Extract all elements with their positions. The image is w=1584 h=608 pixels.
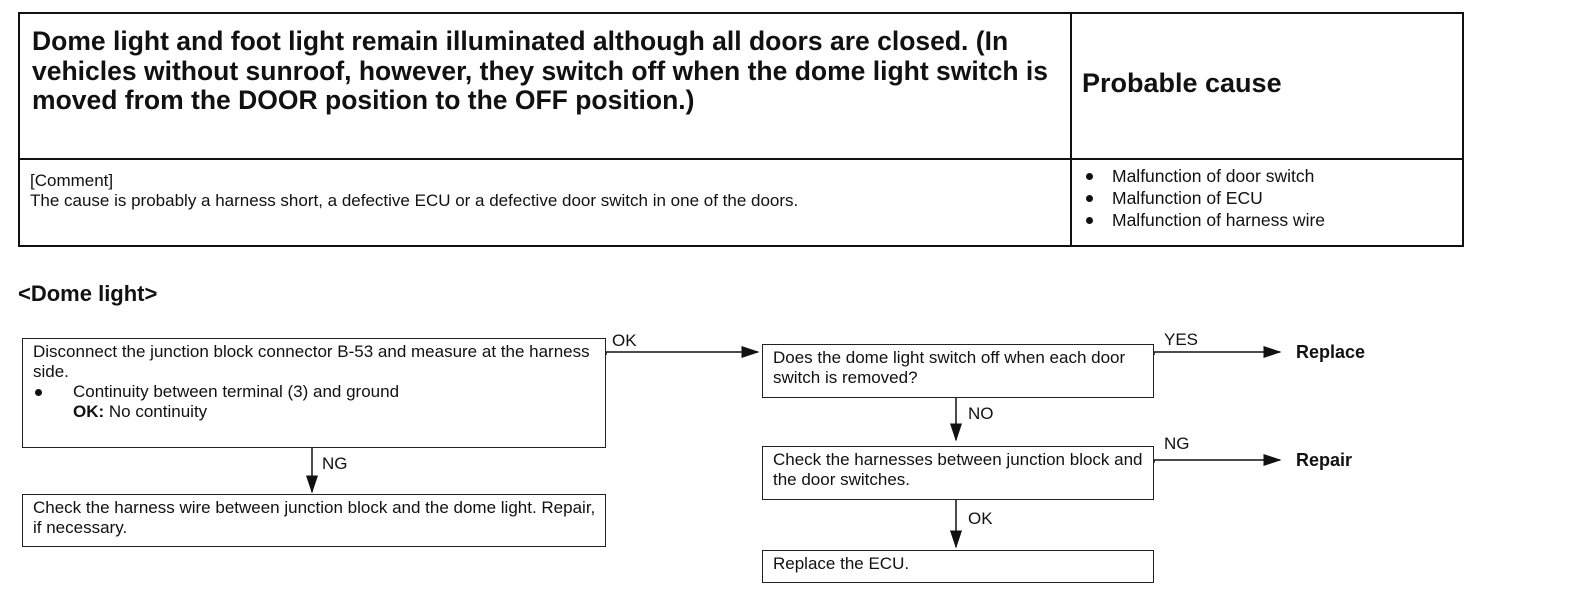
- comment-text: The cause is probably a harness short, a…: [30, 191, 799, 210]
- symptom-title: Dome light and foot light remain illumin…: [32, 26, 1048, 115]
- ok-value: No continuity: [104, 402, 208, 421]
- table-column-divider: [1070, 12, 1072, 247]
- ok-criterion: OK: No continuity: [33, 402, 597, 422]
- step-check-harness-doors: Check the harnesses between junction blo…: [762, 446, 1154, 500]
- label-no: NO: [968, 404, 994, 423]
- table-row-divider: [18, 158, 1464, 160]
- step-instruction: Disconnect the junction block connector …: [33, 342, 590, 381]
- cause-item: Malfunction of ECU: [1084, 187, 1325, 209]
- arrow-ng-to-repair: [1153, 454, 1282, 466]
- label-yes: YES: [1164, 330, 1199, 349]
- step-replace-ecu: Replace the ECU.: [762, 550, 1154, 583]
- probable-cause-list: Malfunction of door switch Malfunction o…: [1084, 165, 1325, 231]
- label-ok: OK: [968, 509, 993, 528]
- label-ng: NG: [1164, 434, 1190, 453]
- section-title: <Dome light>: [18, 281, 158, 306]
- cause-item: Malfunction of door switch: [1084, 165, 1325, 187]
- cause-item: Malfunction of harness wire: [1084, 209, 1325, 231]
- arrow-yes-to-replace: [1153, 346, 1282, 358]
- ok-key: OK:: [73, 402, 105, 421]
- result-repair: Repair: [1296, 450, 1353, 470]
- probable-cause-header: Probable cause: [1082, 68, 1282, 98]
- step-bullets: Continuity between terminal (3) and grou…: [33, 382, 597, 402]
- comment-block: [Comment] The cause is probably a harnes…: [30, 171, 1065, 211]
- comment-label: [Comment]: [30, 171, 114, 190]
- step-check-harness-dome: Check the harness wire between junction …: [22, 494, 606, 547]
- step-door-switch-question: Does the dome light switch off when each…: [762, 344, 1154, 398]
- label-ok: OK: [612, 331, 637, 350]
- result-replace: Replace: [1296, 342, 1366, 362]
- step-measure-connector: Disconnect the junction block connector …: [22, 338, 606, 448]
- arrow-ok-to-door-check: [605, 346, 760, 358]
- label-ng: NG: [322, 454, 348, 473]
- diagnosis-table: [18, 12, 1464, 247]
- step-bullet: Continuity between terminal (3) and grou…: [33, 382, 597, 402]
